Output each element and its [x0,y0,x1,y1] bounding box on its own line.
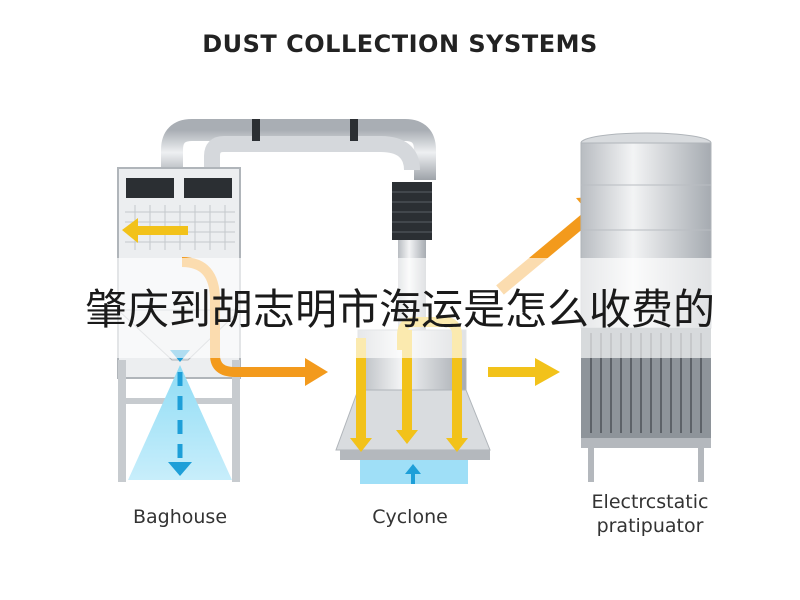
diagram-title: DUST COLLECTION SYSTEMS [202,30,598,58]
duct-flange [350,119,358,141]
connecting-duct [161,119,436,180]
esp-label-line2: pratipuator [596,515,704,537]
cyclone-flow-arrow [452,338,462,438]
filter-bags [125,205,235,250]
esp-label: Electrcstatic pratipuator [565,490,735,538]
baghouse-label: Baghouse [132,506,228,528]
cyclone-label: Cyclone [372,506,448,528]
baghouse-vent [184,178,232,198]
cyclone-flow-arrow [402,330,412,430]
dust-down-arrow [168,462,192,476]
overlay-caption: 肇庆到胡志明市海运是怎么收费的 [84,285,715,334]
overlay-band [0,258,800,358]
cyclone-flow-arrow [356,338,366,438]
esp-label-line1: Electrcstatic [591,491,709,513]
baghouse-inflow-arrow [138,226,188,235]
baghouse-vent [126,178,174,198]
duct-flange [252,119,260,141]
cyclone-coil [392,182,432,240]
